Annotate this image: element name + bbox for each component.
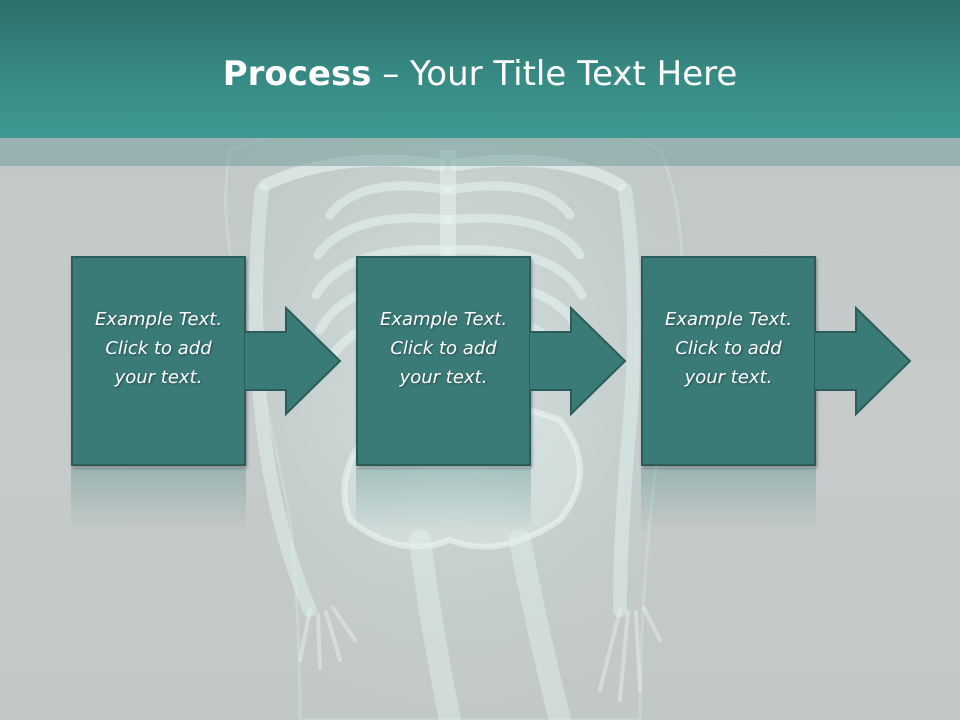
step-2-reflection [356,468,531,533]
step-1-reflection [71,468,246,533]
title-rest: – Your Title Text Here [371,54,738,94]
title-bold: Process [222,54,372,94]
step-1-line-3: your text. [114,367,203,388]
step-1-line-2: Click to add [105,338,212,359]
step-3-line-1: Example Text. [664,309,793,330]
header-band [0,138,960,166]
step-2-text: Example Text. Click to add your text. [364,305,524,392]
page-title[interactable]: Process – Your Title Text Here [0,50,960,98]
step-2-arrow-icon [529,306,627,416]
step-3-reflection [641,468,816,533]
step-3-text: Example Text. Click to add your text. [649,305,809,392]
step-1-arrow-icon [244,306,342,416]
step-3-line-3: your text. [684,367,773,388]
step-1-line-1: Example Text. [94,309,223,330]
step-2-line-2: Click to add [390,338,497,359]
step-1-text: Example Text. Click to add your text. [79,305,239,392]
step-1-box[interactable]: Example Text. Click to add your text. [71,256,246,466]
step-3-box[interactable]: Example Text. Click to add your text. [641,256,816,466]
step-3-arrow-icon [814,306,912,416]
step-3-line-2: Click to add [675,338,782,359]
header-bar [0,0,960,138]
step-2-box[interactable]: Example Text. Click to add your text. [356,256,531,466]
step-2-line-1: Example Text. [379,309,508,330]
step-2-line-3: your text. [399,367,488,388]
